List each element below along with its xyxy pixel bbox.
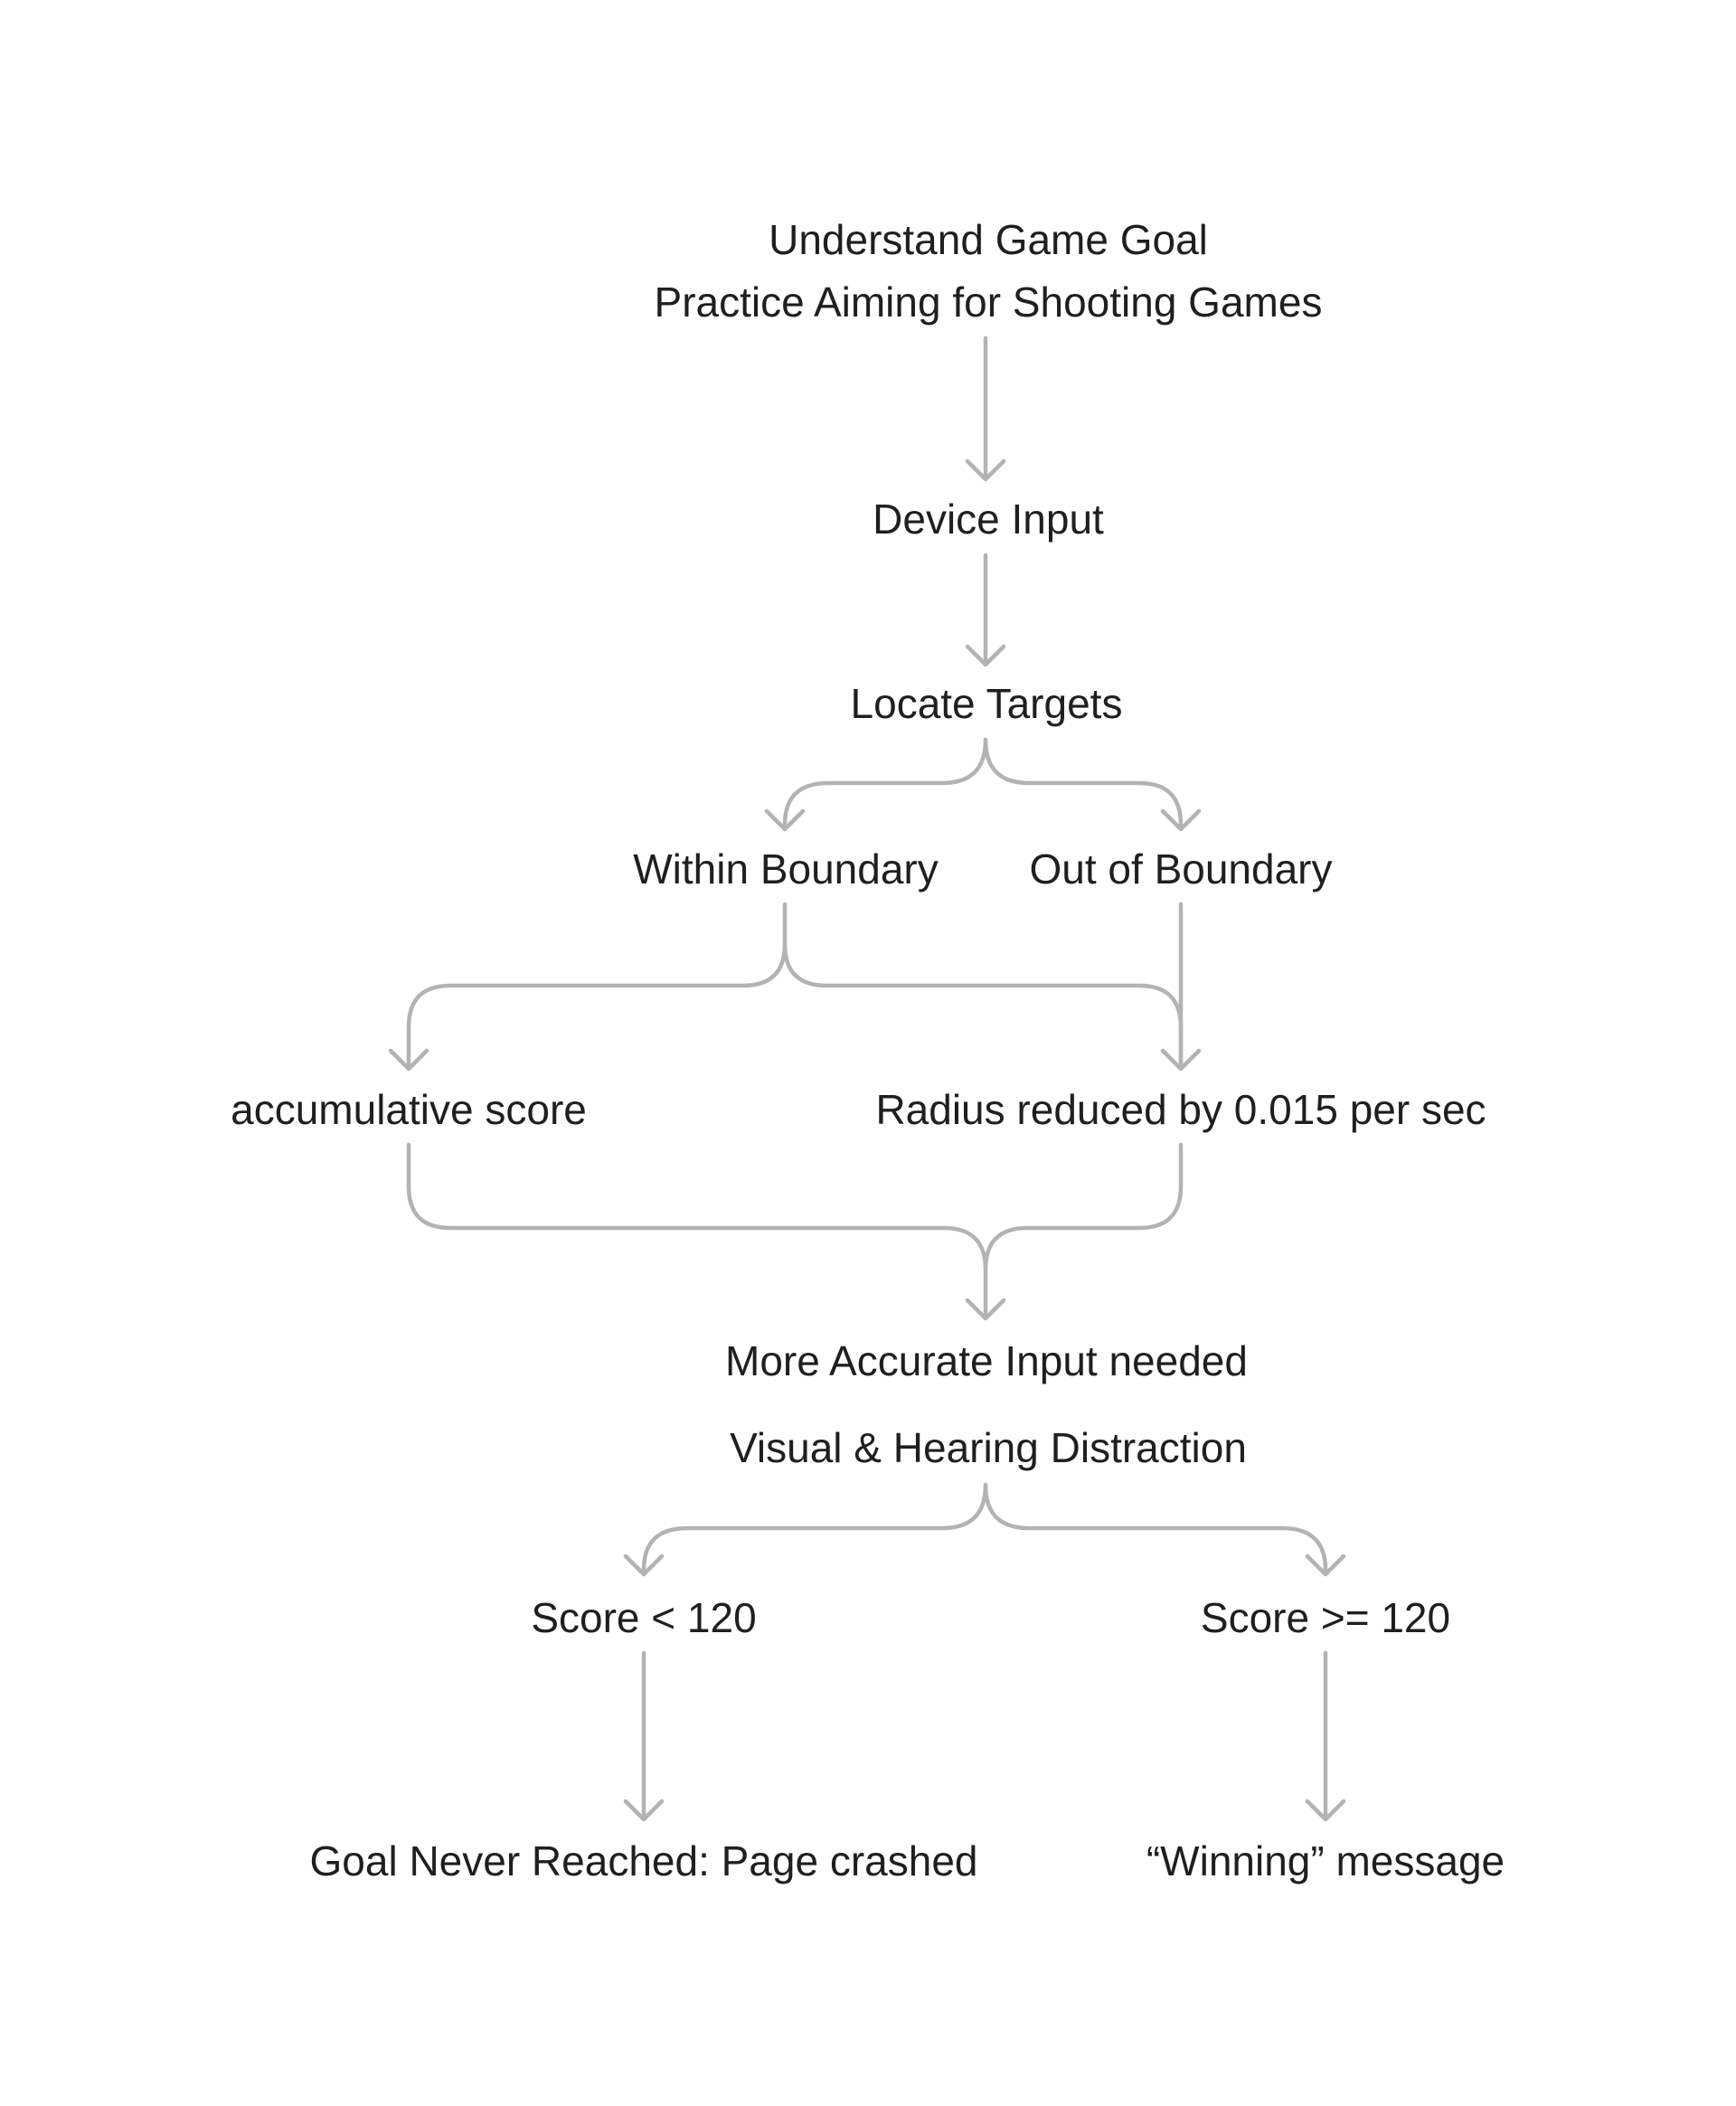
node-out-of-boundary: Out of Boundary: [1030, 845, 1333, 892]
node-score-below: Score < 120: [531, 1594, 756, 1641]
node-accumulative-score: accumulative score: [231, 1086, 587, 1133]
connectors: [388, 335, 1346, 1822]
edge-locate-targets-split: [764, 737, 1202, 832]
edge-distraction-split: [623, 1482, 1346, 1577]
node-more-accurate-input: More Accurate Input needed: [725, 1337, 1248, 1384]
node-winning-message: “Winning” message: [1146, 1837, 1505, 1884]
node-score-at-least: Score >= 120: [1201, 1594, 1450, 1641]
node-device-input: Device Input: [873, 496, 1104, 543]
node-within-boundary: Within Boundary: [633, 845, 939, 892]
node-goal-subtitle: Practice Aiming for Shooting Games: [655, 279, 1323, 326]
edge-within-boundary-split: [388, 902, 1184, 1072]
edge-out-of-boundary-to-radius: [1160, 902, 1202, 1072]
edge-device-input-to-locate-targets: [965, 552, 1006, 667]
node-goal-never-reached: Goal Never Reached: Page crashed: [310, 1837, 978, 1884]
node-radius-reduced: Radius reduced by 0.015 per sec: [875, 1086, 1486, 1133]
node-visual-hearing-distraction: Visual & Hearing Distraction: [730, 1424, 1247, 1471]
node-goal-title: Understand Game Goal: [769, 216, 1208, 263]
edge-goal-to-device-input: [965, 335, 1006, 482]
edge-merge-to-more-accurate: [406, 1142, 1184, 1321]
nodes: Understand Game Goal Practice Aiming for…: [231, 216, 1505, 1884]
node-locate-targets: Locate Targets: [851, 680, 1123, 727]
edge-score-below-to-goal-never-reached: [623, 1650, 665, 1822]
edge-score-at-least-to-winning: [1305, 1650, 1346, 1822]
